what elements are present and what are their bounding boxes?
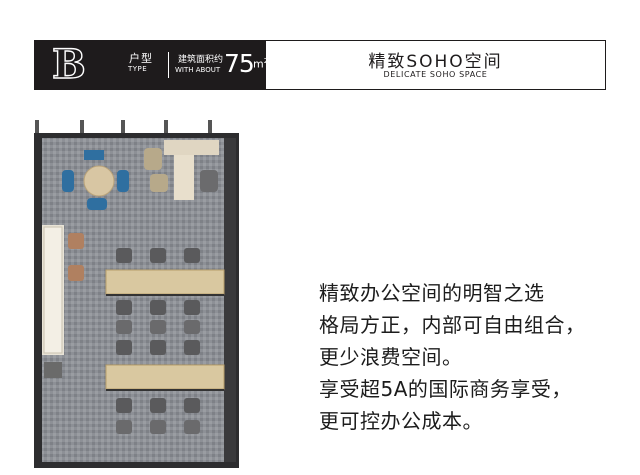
right-wall (224, 138, 236, 464)
floor-plan-image (34, 120, 239, 468)
area-label-cn: 建筑面积约 (178, 55, 224, 65)
area-unit-base: m (253, 57, 264, 71)
description-line: 更少浪费空间。 (319, 345, 463, 369)
description-block: 精致办公空间的明智之选 格局方正，内部可自由组合， 更少浪费空间。 享受超5A的… (319, 277, 639, 437)
area-unit-sup: 2 (264, 57, 268, 65)
header-title-panel: 精致SOHO空间 DELICATE SOHO SPACE (266, 40, 606, 90)
meeting-table-set (62, 150, 129, 210)
wall-columns (35, 120, 212, 134)
workstation-cluster-1 (105, 248, 225, 315)
description-line: 更可控办公成本。 (319, 409, 483, 433)
bottom-wall (34, 462, 239, 468)
unit-type-letter: B (51, 41, 86, 88)
reception-desk (144, 140, 219, 200)
description-line: 格局方正，内部可自由组合， (319, 313, 586, 337)
floor-area (42, 138, 232, 462)
workstation-cluster-2 (105, 340, 225, 413)
description-line: 享受超5A的国际商务享受， (319, 377, 572, 401)
unit-type-label-cn: 户型 (129, 52, 153, 65)
storage-cabinet (42, 225, 84, 378)
space-title-en: DELICATE SOHO SPACE (383, 70, 488, 79)
area-label-en: WITH ABOUT (175, 66, 221, 74)
area-unit: m2 (253, 57, 268, 71)
header-divider (168, 52, 169, 78)
header-info-panel: B 户型 TYPE 建筑面积约 WITH ABOUT 75 m2 (34, 40, 268, 90)
area-value: 75 (224, 49, 255, 78)
description-line: 精致办公空间的明智之选 (319, 281, 545, 305)
workstation-row-middle (116, 320, 200, 434)
unit-type-label-en: TYPE (128, 65, 148, 73)
space-title-cn: 精致SOHO空间 (368, 52, 503, 72)
header-bar: B 户型 TYPE 建筑面积约 WITH ABOUT 75 m2 精致SOHO空… (34, 40, 607, 90)
